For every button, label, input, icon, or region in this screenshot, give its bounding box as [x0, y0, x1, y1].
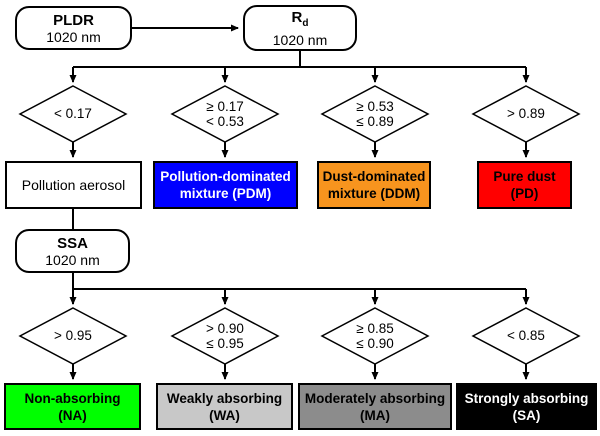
result-box-na: Non-absorbing(NA) — [4, 383, 141, 430]
result-box-sa: Strongly absorbing(SA) — [456, 383, 597, 430]
tier1-diamond-label-1: < 0.17 — [54, 106, 92, 122]
node-ssa: SSA 1020 nm — [15, 229, 130, 273]
tier2-diamond-label-3: ≥ 0.85≤ 0.90 — [356, 320, 394, 352]
node-rd-title: Rd — [291, 8, 309, 29]
result-box-ma: Moderately absorbing(MA) — [298, 383, 452, 430]
tier1-diamond-label-3: ≥ 0.53≤ 0.89 — [356, 98, 394, 130]
node-rd: Rd 1020 nm — [243, 5, 357, 51]
result-box-pollution-aerosol: Pollution aerosol — [5, 161, 142, 209]
node-pldr-title: PLDR — [53, 11, 94, 29]
tier2-diamond-label-2: > 0.90≤ 0.95 — [206, 320, 244, 352]
node-rd-subtitle: 1020 nm — [272, 31, 328, 48]
tier1-diamond-label-4: > 0.89 — [507, 106, 545, 122]
node-pldr: PLDR 1020 nm — [15, 6, 132, 50]
tier2-diamond-label-4: < 0.85 — [507, 328, 545, 344]
result-box-pd: Pure dust(PD) — [477, 161, 572, 209]
tier2-diamond-label-1: > 0.95 — [54, 328, 92, 344]
node-ssa-title: SSA — [57, 234, 88, 252]
tier1-diamond-label-2: ≥ 0.17< 0.53 — [206, 98, 244, 130]
node-ssa-subtitle: 1020 nm — [45, 251, 100, 268]
result-box-wa: Weakly absorbing(WA) — [156, 383, 293, 430]
node-pldr-subtitle: 1020 nm — [46, 28, 101, 45]
